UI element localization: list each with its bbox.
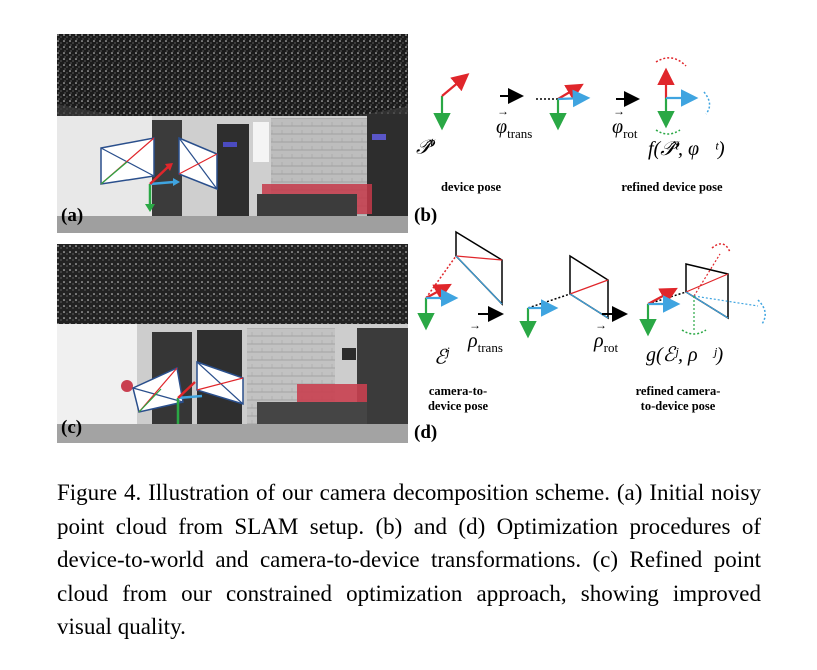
pose-symbol-b: 𝒫̂t <box>416 134 435 159</box>
refined-pose-function-b: f(𝒫̂ᵗ, φ⃗ᵗ) <box>648 138 725 160</box>
label-refined-camera-to-device-pose-line2: to-device pose <box>640 399 716 413</box>
label-device-pose: device pose <box>440 180 502 194</box>
point-cloud-refined-scene <box>57 244 408 443</box>
label-camera-to-device-pose-line2: device pose <box>427 399 489 413</box>
phi-rot-label: φrot <box>612 104 638 142</box>
camera-to-device-diagram: ℰj ρtrans ρrot g(ℰʲ, ρ⃗ʲ) camera-to- dev… <box>412 226 797 426</box>
rho-rot-label: ρrot <box>594 318 618 356</box>
pose-symbol-d: ℰj <box>434 344 450 369</box>
camera-to-device-diagram-graphics <box>417 230 766 339</box>
panel-label-b: (b) <box>414 205 438 226</box>
initial-camera-pose <box>417 230 503 331</box>
refined-pose-axes <box>655 57 711 135</box>
translated-camera-pose <box>519 254 609 339</box>
panel-label-a: (a) <box>61 205 84 226</box>
panel-label-d: (d) <box>414 422 438 443</box>
label-refined-camera-to-device-pose-line1: refined camera- <box>635 384 721 398</box>
label-camera-to-device-pose: camera-to- device pose <box>418 384 498 414</box>
label-refined-device-pose: refined device pose <box>621 180 723 194</box>
rho-trans-label: ρtrans <box>468 318 503 356</box>
initial-pose-axes <box>433 73 470 131</box>
device-pose-diagram: 𝒫̂t φtrans φrot f(𝒫̂ᵗ, φ⃗ᵗ) device pose … <box>412 34 792 234</box>
point-cloud-noisy-image <box>57 34 408 233</box>
figure-caption: Figure 4. Illustration of our camera dec… <box>57 480 761 639</box>
panel-label-c: (c) <box>61 417 83 438</box>
device-pose-diagram-graphics <box>433 57 711 135</box>
label-camera-to-device-pose-line1: camera-to- <box>428 384 488 398</box>
point-cloud-noisy-scene <box>57 34 408 233</box>
refined-camera-pose <box>639 243 766 337</box>
label-refined-camera-to-device-pose: refined camera- to-device pose <box>618 384 738 414</box>
translated-pose-axes <box>536 83 591 131</box>
refined-pose-function-d: g(ℰʲ, ρ⃗ʲ) <box>646 344 724 366</box>
point-cloud-refined-image <box>57 244 408 443</box>
phi-trans-label: φtrans <box>496 104 532 142</box>
